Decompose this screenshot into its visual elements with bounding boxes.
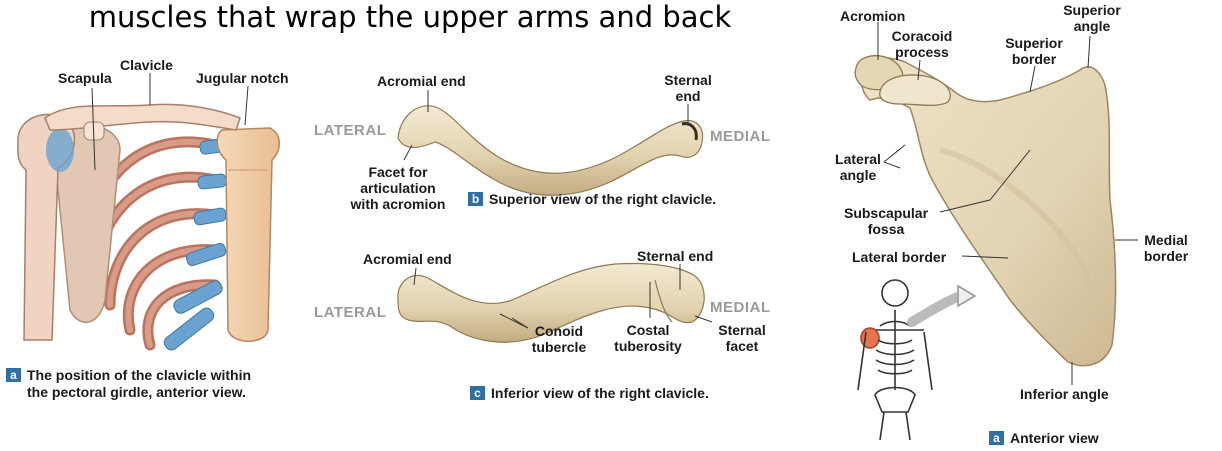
label-clavicle: Clavicle — [120, 57, 173, 73]
label-sternal-end-inferior: Sternal end — [637, 248, 714, 264]
scapula-anterior-illustration — [854, 22, 1138, 385]
pectoral-girdle-illustration — [17, 73, 280, 351]
label-scapula: Scapula — [58, 70, 112, 86]
caption-badge: a — [6, 368, 21, 382]
clavicle-inferior-illustration — [397, 262, 713, 343]
label-acromial-end: Acromial end — [377, 73, 466, 89]
label-acromial-end-inferior: Acromial end — [363, 251, 452, 267]
label-inferior-angle: Inferior angle — [1020, 386, 1109, 402]
label-acromion: Acromion — [840, 8, 906, 24]
clavicle-superior-illustration — [397, 90, 704, 196]
label-medial: MEDIAL — [710, 128, 771, 145]
label-medial-inferior: MEDIAL — [710, 299, 771, 316]
label-lateral-border: Lateral border — [852, 249, 947, 265]
label-lateral-inferior: LATERAL — [314, 304, 387, 321]
skeleton-figure — [857, 279, 977, 441]
page-heading: muscles that wrap the upper arms and bac… — [88, 0, 732, 34]
label-lateral: LATERAL — [314, 122, 387, 139]
label-jugular-notch: Jugular notch — [196, 70, 289, 86]
